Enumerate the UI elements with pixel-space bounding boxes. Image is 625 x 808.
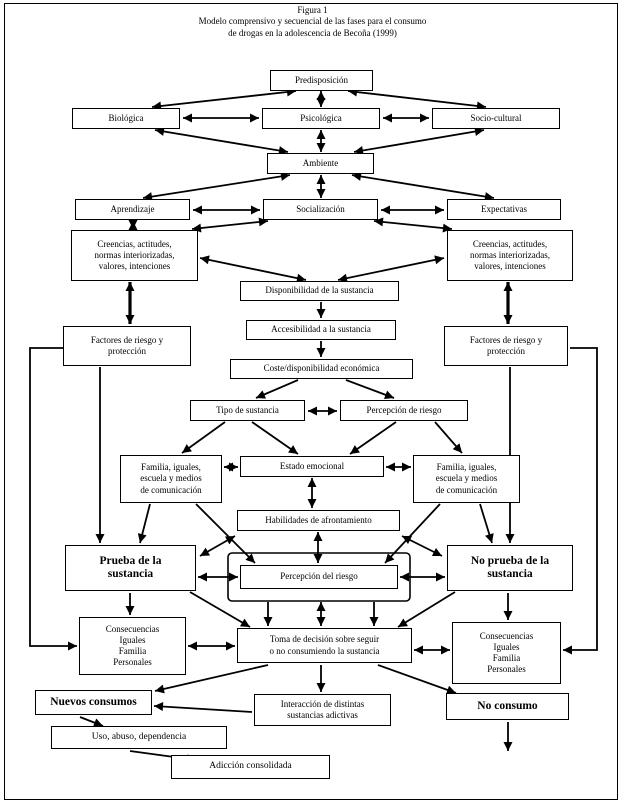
node-expectativas: Expectativas bbox=[447, 199, 561, 220]
node-consecuencias-izquierda: Consecuencias Iguales Familia Personales bbox=[79, 617, 186, 675]
node-psicologica: Psicológica bbox=[262, 108, 380, 129]
node-coste: Coste/disponibilidad económica bbox=[230, 359, 413, 379]
node-familia-izquierda: Familia, iguales, escuela y medios de co… bbox=[120, 455, 222, 503]
node-interaccion: Interacción de distintas sustancias adic… bbox=[254, 694, 391, 726]
node-socializacion: Socialización bbox=[263, 199, 378, 220]
node-adiccion-consolidada: Adicción consolidada bbox=[171, 755, 330, 779]
figure-number: Figura 1 bbox=[297, 5, 328, 15]
node-prueba-sustancia: Prueba de la sustancia bbox=[65, 545, 196, 591]
figure-caption-line1: Modelo comprensivo y secuencial de las f… bbox=[198, 16, 427, 27]
figure-caption-line2: de drogas en la adolescencia de Becoña (… bbox=[228, 27, 397, 38]
right-feedback-line bbox=[563, 347, 598, 655]
arrows-top-section bbox=[125, 87, 513, 324]
node-ambiente: Ambiente bbox=[267, 153, 374, 174]
node-nuevos-consumos: Nuevos consumos bbox=[35, 690, 152, 715]
node-factores-derecha: Factores de riesgo y protección bbox=[444, 326, 568, 366]
node-uso-abuso-dependencia: Uso, abuso, dependencia bbox=[51, 726, 227, 749]
node-disponibilidad: Disponibilidad de la sustancia bbox=[240, 281, 399, 301]
node-aprendizaje: Aprendizaje bbox=[75, 199, 190, 220]
node-consecuencias-derecha: Consecuencias Iguales Familia Personales bbox=[452, 622, 561, 684]
node-biologica: Biológica bbox=[72, 108, 180, 129]
node-percepcion-de-riesgo: Percepción de riesgo bbox=[340, 400, 468, 421]
arrows-decision-section bbox=[29, 347, 598, 655]
figure-border bbox=[4, 3, 618, 800]
node-sociocultural: Socio-cultural bbox=[432, 108, 560, 129]
node-habilidades: Habilidades de afrontamiento bbox=[237, 510, 400, 531]
node-creencias-izquierda: Creencias, actitudes, normas interioriza… bbox=[71, 230, 198, 281]
node-no-consumo: No consumo bbox=[446, 693, 569, 720]
arrows-bottom-section bbox=[79, 664, 513, 764]
node-toma-decision: Toma de decisión sobre seguir o no consu… bbox=[237, 628, 412, 663]
arrows-middle-section bbox=[95, 302, 515, 564]
node-no-prueba-sustancia: No prueba de la sustancia bbox=[447, 545, 573, 591]
left-feedback-line bbox=[29, 347, 77, 651]
node-familia-derecha: Familia, iguales, escuela y medios de co… bbox=[413, 455, 520, 503]
node-estado-emocional: Estado emocional bbox=[240, 456, 384, 477]
node-creencias-derecha: Creencias, actitudes, normas interioriza… bbox=[447, 230, 573, 281]
figure-title: Figura 1 Modelo comprensivo y secuencial… bbox=[0, 5, 625, 39]
node-predisposicion: Predisposición bbox=[270, 70, 373, 91]
node-percepcion-del-riesgo: Percepción del riesgo bbox=[240, 565, 398, 589]
node-factores-izquierda: Factores de riesgo y protección bbox=[63, 326, 191, 366]
node-accesibilidad: Accesibilidad a la sustancia bbox=[246, 320, 396, 340]
node-tipo-sustancia: Tipo de sustancia bbox=[190, 400, 305, 421]
